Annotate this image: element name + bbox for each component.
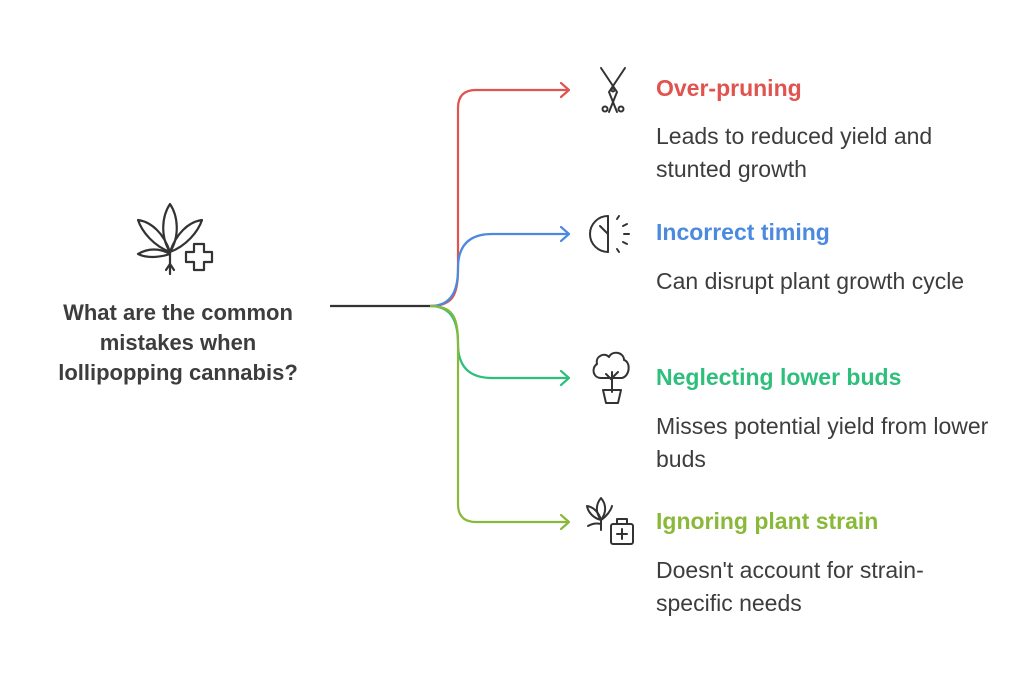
branch-incorrect-timing bbox=[429, 232, 568, 308]
arrow-neglecting-lower-buds bbox=[559, 369, 571, 387]
central-question: What are the common mistakes when lollipop… bbox=[28, 298, 328, 388]
cannabis-leaf-plus-icon bbox=[136, 202, 214, 276]
question-line-3: lollipopping cannabis? bbox=[58, 360, 298, 385]
neglecting-lower-buds-title: Neglecting lower buds bbox=[656, 364, 902, 390]
branch-neglecting-lower-buds bbox=[429, 304, 568, 380]
cannabis-medkit-icon bbox=[586, 497, 634, 545]
branch-over-pruning bbox=[429, 88, 568, 308]
half-clock-icon bbox=[589, 215, 630, 253]
question-line-1: What are the common bbox=[63, 300, 293, 325]
arrow-ignoring-plant-strain bbox=[559, 513, 571, 531]
question-line-2: mistakes when bbox=[99, 330, 257, 355]
arrow-incorrect-timing bbox=[559, 225, 571, 243]
incorrect-timing-description: Can disrupt plant growth cycle bbox=[656, 268, 965, 294]
incorrect-timing-title: Incorrect timing bbox=[656, 219, 830, 245]
neglecting-lower-buds-description: Misses potential yield from lower buds bbox=[656, 413, 989, 472]
ignoring-plant-strain-description: Doesn't account for strain-specific need… bbox=[656, 557, 924, 616]
over-pruning-description: Leads to reduced yield and stunted growt… bbox=[656, 123, 933, 182]
arrow-over-pruning bbox=[559, 81, 571, 99]
branch-ignoring-plant-strain bbox=[429, 304, 568, 524]
potted-tree-icon bbox=[592, 351, 630, 404]
ignoring-plant-strain-title: Ignoring plant strain bbox=[656, 508, 879, 534]
over-pruning-title: Over-pruning bbox=[656, 75, 802, 101]
pruning-shears-icon bbox=[600, 67, 626, 113]
